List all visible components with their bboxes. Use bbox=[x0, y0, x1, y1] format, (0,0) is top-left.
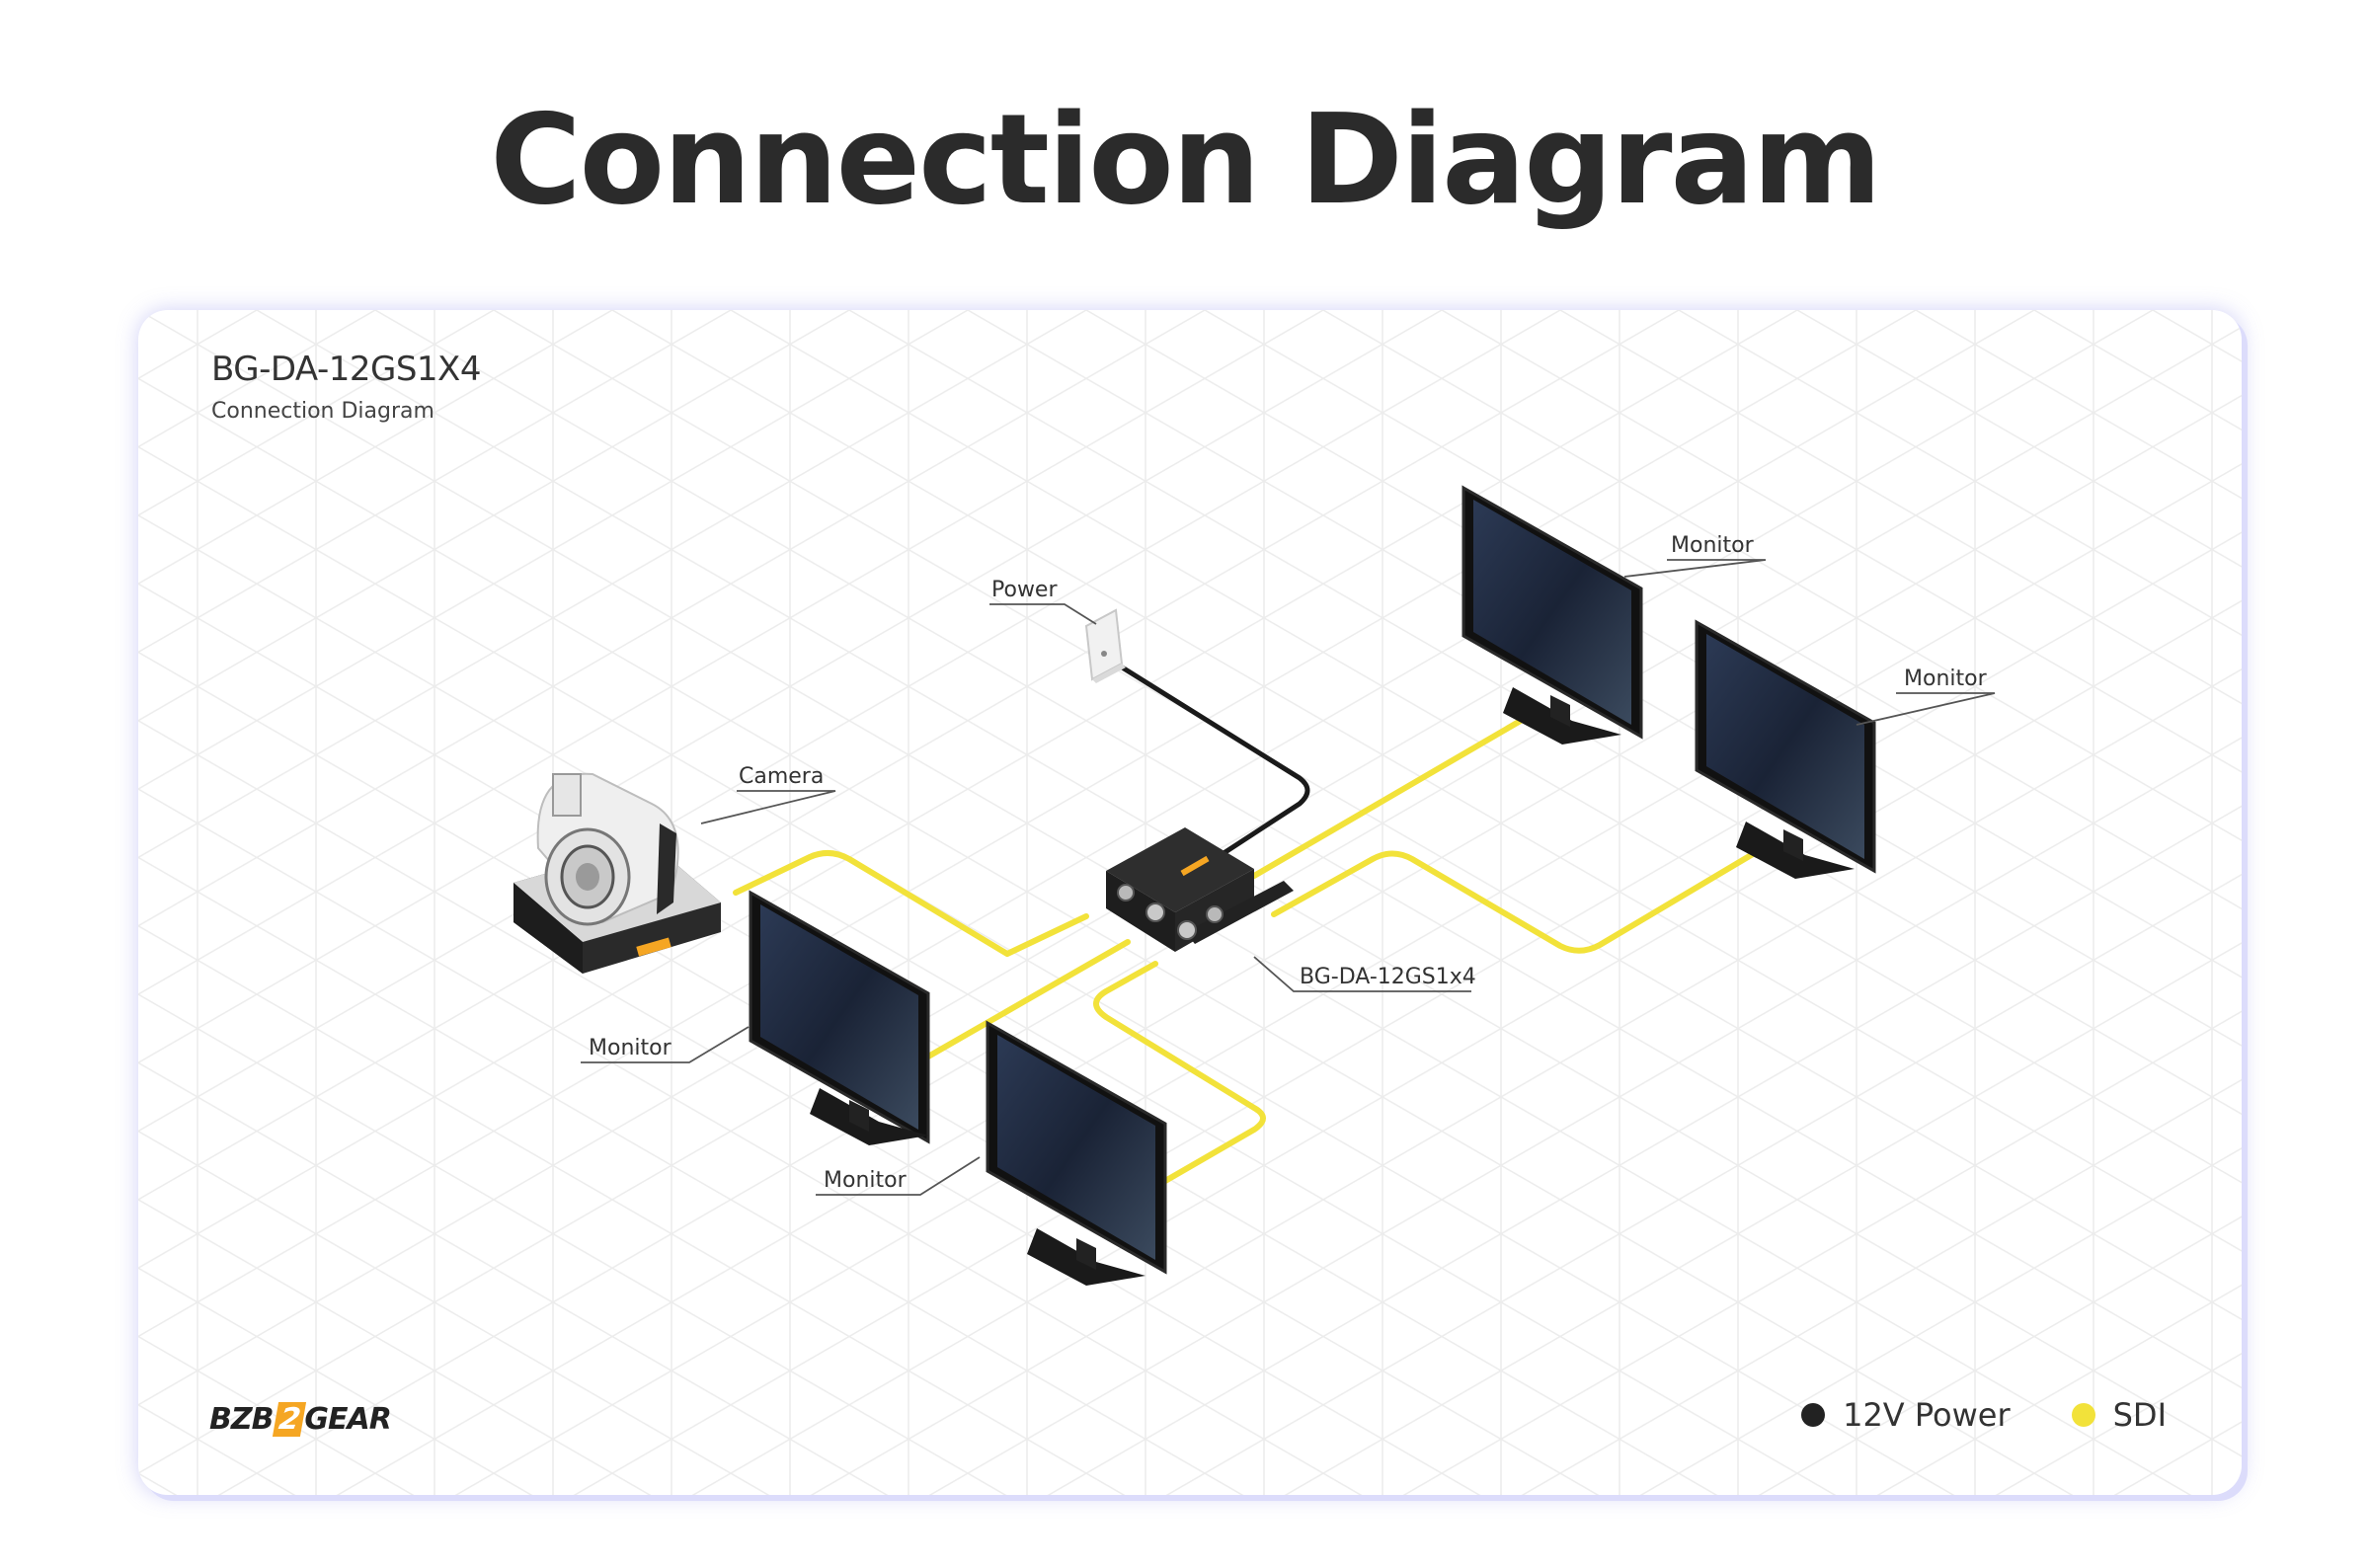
label-monitor-2: Monitor bbox=[824, 1168, 908, 1193]
diagram-card: Power Camera Monitor Monitor Monitor Mon… bbox=[138, 310, 2242, 1495]
callout-monitor-4 bbox=[1856, 692, 1996, 726]
sdi-cables bbox=[733, 712, 1761, 1184]
legend-label-sdi: SDI bbox=[2112, 1396, 2167, 1434]
sdi-cable-monitor-2 bbox=[1093, 961, 1266, 1184]
sdi-cable-monitor-3 bbox=[1251, 712, 1534, 879]
sdi-cable-monitor-4 bbox=[1271, 848, 1761, 954]
callout-device bbox=[1253, 956, 1471, 992]
label-device: BG-DA-12GS1x4 bbox=[1300, 965, 1476, 989]
brand-part-3: GEAR bbox=[304, 1402, 391, 1437]
monitor-top-right-1 bbox=[1462, 485, 1643, 745]
callout-monitor-2 bbox=[816, 1156, 981, 1196]
legend-dot-power bbox=[1801, 1403, 1826, 1427]
diagram-scene: Power Camera Monitor Monitor Monitor Mon… bbox=[138, 310, 2242, 1495]
callout-lines bbox=[581, 559, 1996, 1196]
diagram-subtitle: Connection Diagram bbox=[211, 399, 434, 424]
distribution-amplifier bbox=[1106, 827, 1294, 952]
brand-part-1: BZB bbox=[209, 1402, 274, 1437]
power-cable bbox=[1113, 661, 1310, 862]
brand-part-2: 2 bbox=[272, 1402, 306, 1437]
label-monitor-4: Monitor bbox=[1904, 666, 1988, 691]
monitor-bottom-left bbox=[749, 890, 930, 1145]
callout-monitor-3 bbox=[1623, 559, 1767, 578]
wall-outlet bbox=[1084, 608, 1126, 683]
label-camera: Camera bbox=[739, 764, 824, 789]
callout-monitor-1 bbox=[581, 1026, 750, 1063]
sdi-cable-camera bbox=[733, 850, 1089, 957]
label-monitor-3: Monitor bbox=[1671, 533, 1755, 558]
monitor-bottom-center bbox=[986, 1020, 1167, 1286]
diagram-model-title: BG-DA-12GS1X4 bbox=[211, 350, 481, 389]
legend: 12V Power SDI bbox=[1740, 1396, 2167, 1434]
legend-label-power: 12V Power bbox=[1843, 1396, 2011, 1434]
label-power: Power bbox=[991, 578, 1058, 602]
ptz-camera bbox=[514, 772, 721, 974]
page-title: Connection Diagram bbox=[490, 87, 1882, 232]
legend-dot-sdi bbox=[2071, 1403, 2095, 1427]
callout-camera bbox=[700, 790, 836, 824]
callout-power bbox=[989, 603, 1097, 625]
sdi-cable-monitor-1 bbox=[925, 939, 1131, 1059]
legend-item-power: 12V Power bbox=[1801, 1396, 2011, 1434]
label-monitor-1: Monitor bbox=[589, 1036, 672, 1060]
monitor-top-right-2 bbox=[1695, 619, 1876, 879]
legend-item-sdi: SDI bbox=[2071, 1396, 2167, 1434]
